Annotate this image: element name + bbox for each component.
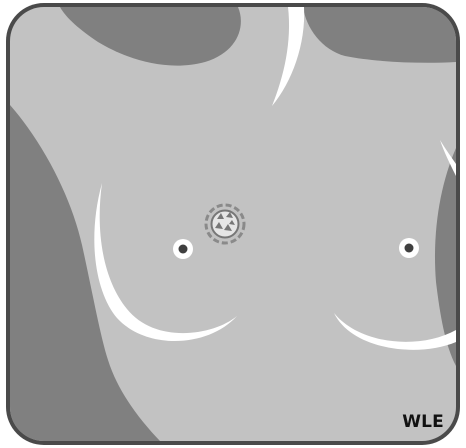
lesion-body (212, 211, 239, 238)
nipple-left (179, 245, 188, 254)
corner-label: WLE (402, 412, 444, 432)
nipple-right (405, 244, 414, 253)
